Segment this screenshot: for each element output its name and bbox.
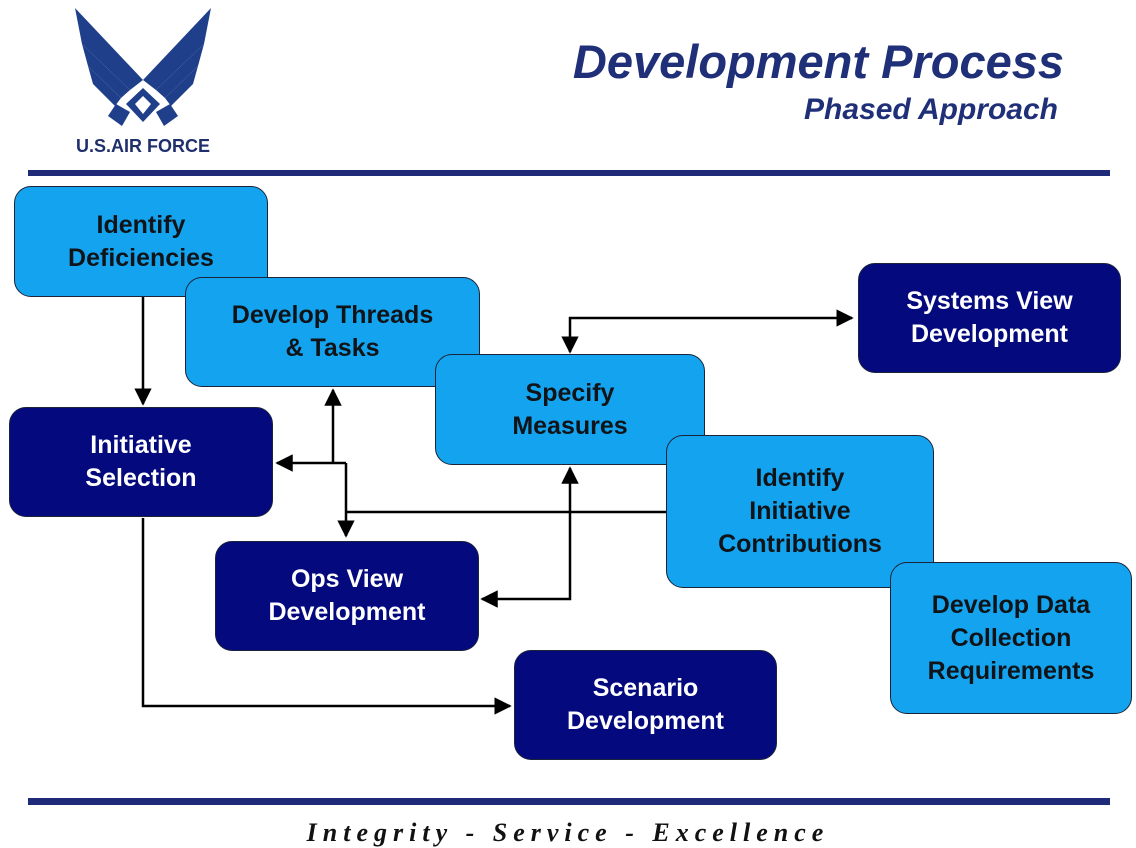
node-ops-view: Ops View Development bbox=[215, 541, 479, 651]
footer-motto: Integrity - Service - Excellence bbox=[306, 818, 830, 847]
node-specify-measures: Specify Measures bbox=[435, 354, 705, 465]
footer-divider bbox=[28, 798, 1110, 805]
air-force-logo: U.S.AIR FORCE bbox=[38, 8, 248, 163]
logo-text: U.S.AIR FORCE bbox=[75, 136, 210, 156]
node-develop-data-collection: Develop Data Collection Requirements bbox=[890, 562, 1132, 714]
node-scenario: Scenario Development bbox=[514, 650, 777, 760]
node-initiative-selection: Initiative Selection bbox=[9, 407, 273, 517]
node-identify-contributions: Identify Initiative Contributions bbox=[666, 435, 934, 588]
link-selection-to-scenario bbox=[141, 518, 512, 715]
title-block: Development Process Phased Approach bbox=[573, 34, 1064, 130]
air-force-wings-icon bbox=[75, 8, 211, 126]
node-develop-threads: Develop Threads & Tasks bbox=[185, 277, 480, 387]
page-title: Development Process bbox=[572, 35, 1064, 88]
page-subtitle: Phased Approach bbox=[804, 93, 1058, 126]
header-divider bbox=[28, 170, 1110, 176]
node-systems-view: Systems View Development bbox=[858, 263, 1121, 373]
link-measures-to-ops bbox=[480, 466, 579, 608]
link-measures-to-systems bbox=[561, 309, 854, 354]
